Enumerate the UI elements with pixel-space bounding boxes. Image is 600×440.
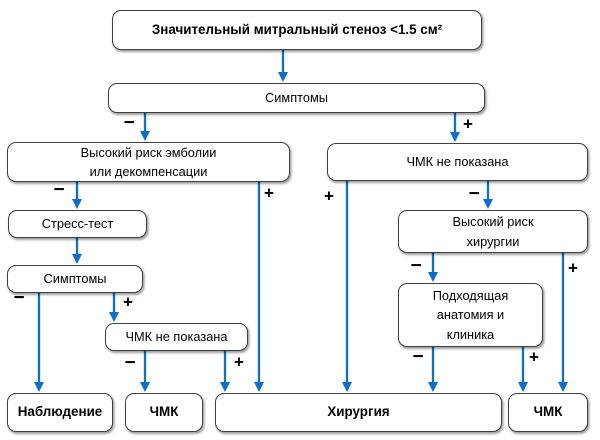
sign-cmc1-surgrisk-minus: − <box>468 183 480 205</box>
node-surgery: Хирургия <box>215 393 502 432</box>
sign-anatomy-surgery-minus: − <box>412 346 424 368</box>
node-cmc-not-indicated-2: ЧМК не показана <box>105 323 248 351</box>
sign-symptoms-embolism-minus: − <box>123 112 135 134</box>
node-cmc-right: ЧМК <box>508 393 588 432</box>
node-cmc-not-indicated-1: ЧМК не показана <box>327 143 588 181</box>
sign-embolism-stress-minus: − <box>53 179 65 201</box>
sign-cmc1-surgery-plus: + <box>324 186 334 206</box>
sign-embolism-surgery-plus: + <box>264 183 274 203</box>
sign-surgrisk-cmcright-plus: + <box>568 258 578 278</box>
sign-symptoms2-cmc2-plus: + <box>123 292 133 312</box>
node-stress-test: Стресс-тест <box>8 210 147 238</box>
node-cmc-left: ЧМК <box>125 393 203 432</box>
node-symptoms-2: Симптомы <box>7 265 143 293</box>
sign-anatomy-cmcright-plus: + <box>529 347 539 367</box>
node-suitable-anatomy: Подходящая анатомия и клиника <box>398 283 543 347</box>
sign-symptoms-cmc1-plus: + <box>463 114 473 134</box>
node-high-surgical-risk: Высокий риск хирургии <box>398 210 588 253</box>
node-high-embolism-risk: Высокий риск эмболии или декомпенсации <box>7 142 290 182</box>
node-symptoms: Симптомы <box>108 83 485 113</box>
sign-cmc2-surgery-plus: + <box>234 352 244 372</box>
node-significant-stenosis: Значительный митральный стеноз <1.5 см² <box>112 10 482 50</box>
sign-cmc2-cmcleft-minus: − <box>124 352 136 374</box>
node-observation: Наблюдение <box>7 393 113 432</box>
sign-surgrisk-anatomy-minus: − <box>410 255 422 277</box>
sign-symptoms2-observation-minus: − <box>13 287 25 309</box>
